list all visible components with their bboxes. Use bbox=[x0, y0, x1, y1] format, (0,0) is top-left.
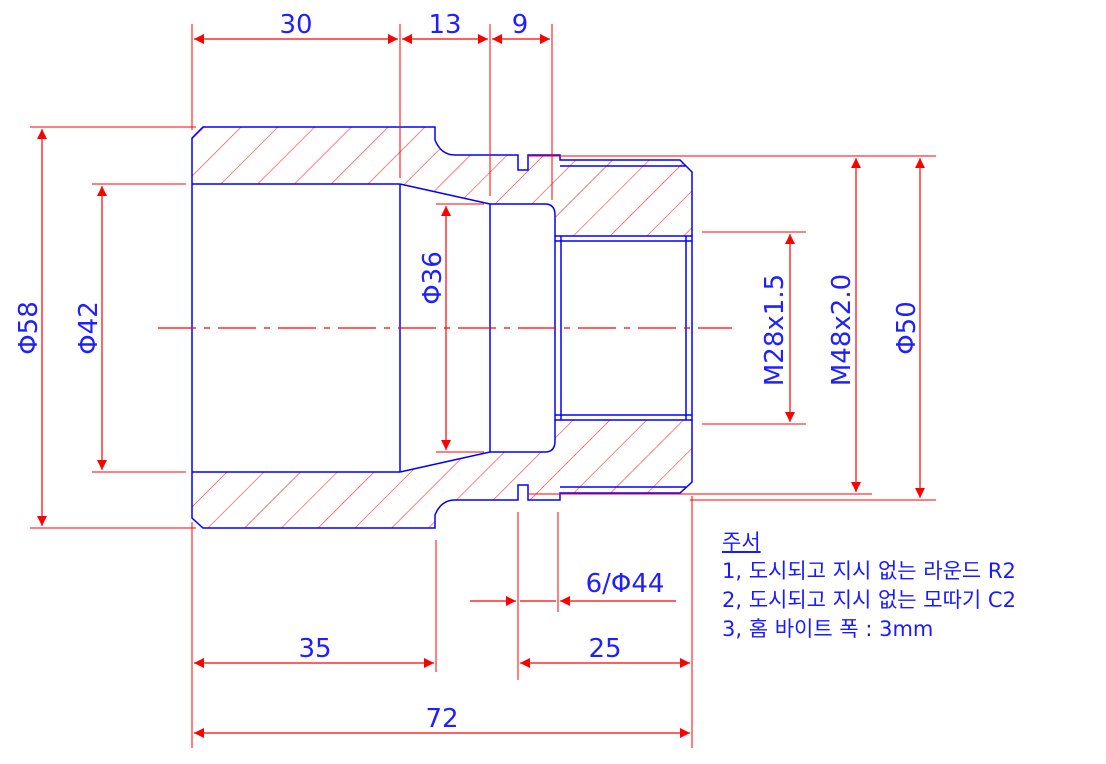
notes-title: 주서 bbox=[722, 530, 761, 554]
note-item-3: 3, 홈 바이트 폭 : 3mm bbox=[722, 617, 934, 641]
section-hatch-bottom bbox=[192, 420, 692, 528]
dim-text-36: Φ36 bbox=[418, 251, 448, 305]
extension-lines bbox=[30, 24, 936, 748]
dim-text-50: Φ50 bbox=[892, 301, 922, 355]
dim-text-58: Φ58 bbox=[14, 301, 44, 355]
dim-text-13: 13 bbox=[428, 10, 461, 40]
dim-text-30: 30 bbox=[279, 10, 312, 40]
note-item-1: 1, 도시되고 지시 없는 라운드 R2 bbox=[722, 559, 1016, 583]
dim-text-25: 25 bbox=[588, 634, 621, 664]
dimension-texts: 30 13 9 Φ58 Φ42 Φ36 M28x1.5 M48x2.0 Φ50 … bbox=[14, 10, 922, 734]
dimension-lines bbox=[37, 34, 925, 738]
dim-text-42: Φ42 bbox=[74, 301, 104, 355]
notes-block: 주서 1, 도시되고 지시 없는 라운드 R2 2, 도시되고 지시 없는 모따… bbox=[722, 528, 1016, 644]
dim-text-m28: M28x1.5 bbox=[760, 274, 790, 386]
dim-text-9: 9 bbox=[512, 10, 529, 40]
dim-text-m48: M48x2.0 bbox=[827, 274, 857, 386]
note-item-2: 2, 도시되고 지시 없는 모따기 C2 bbox=[722, 588, 1016, 612]
dim-text-groove: 6/Φ44 bbox=[586, 569, 665, 599]
dim-text-35: 35 bbox=[298, 634, 331, 664]
section-hatch-top bbox=[192, 127, 692, 236]
dim-text-72: 72 bbox=[425, 704, 458, 734]
